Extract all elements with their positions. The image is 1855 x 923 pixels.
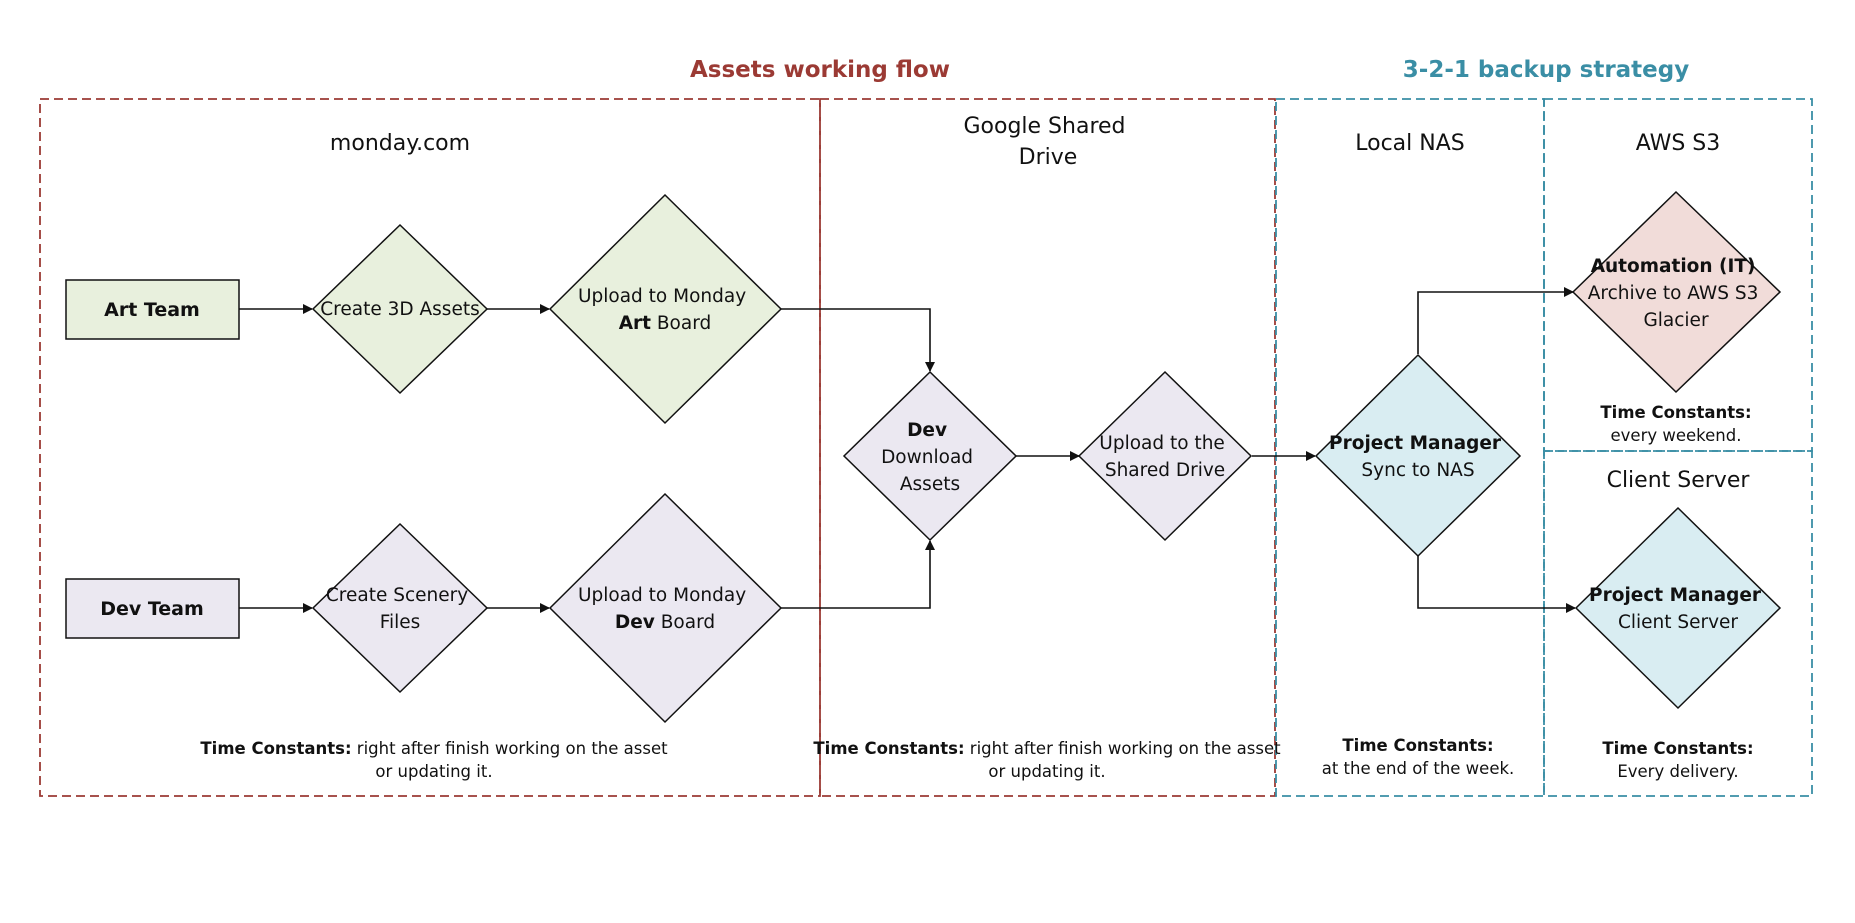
zone-title-google-drive: Google Shared Drive <box>963 114 1132 170</box>
dev-download-assets-node[interactable]: Dev Download Assets <box>842 370 1018 542</box>
monday-zone-border <box>39 98 821 797</box>
automation-archive-node[interactable]: Automation (IT) Archive to AWS S3 Glacie… <box>1571 190 1782 394</box>
upload-art-line1: Upload to Monday <box>578 286 746 307</box>
edge-pm-sync-to-pm-client <box>1417 556 1576 613</box>
create-3d-assets-diamond <box>311 223 489 395</box>
upload-art-bold: Art <box>619 313 651 334</box>
zone-title-google-line1: Google Shared <box>963 114 1125 139</box>
dev-team-rect <box>65 578 240 639</box>
pm-client-server-label: Project Manager Client Server <box>1589 585 1767 633</box>
create-scenery-line1: Create Scenery <box>326 585 468 606</box>
note-monday: Time Constants: right after finish worki… <box>200 739 668 758</box>
art-team-rect <box>65 279 240 340</box>
upload-shared-drive-label: Upload to the Shared Drive <box>1099 433 1230 481</box>
note-google: Time Constants: right after finish worki… <box>813 739 1281 758</box>
create-scenery-line2: Files <box>380 612 421 633</box>
pm-sync-nas-diamond <box>1314 353 1522 558</box>
automation-archive-label: Automation (IT) Archive to AWS S3 Glacie… <box>1588 256 1765 331</box>
dev-download-line1: Dev <box>907 420 947 441</box>
note-monday-line2: or updating it. <box>375 762 492 781</box>
dev-download-assets-diamond <box>842 370 1018 542</box>
note-aws-line2: every weekend. <box>1611 426 1742 445</box>
pm-sync-line1: Project Manager <box>1329 433 1502 454</box>
upload-shared-drive-diamond <box>1077 370 1253 542</box>
upload-dev-board-label: Upload to Monday Dev Board <box>578 585 752 633</box>
note-google-text: right after finish working on the asset <box>965 739 1282 758</box>
create-3d-assets-node[interactable]: Create 3D Assets <box>311 223 489 395</box>
automation-line2: Archive to AWS S3 <box>1588 283 1759 304</box>
assets-flow-heading: Assets working flow <box>690 57 950 83</box>
pm-client-server-diamond <box>1574 506 1782 710</box>
upload-art-board-diamond <box>548 193 783 425</box>
backup-strategy-zones <box>1275 98 1813 797</box>
edge-upload-art-to-dev-download <box>781 308 935 372</box>
upload-dev-bold: Dev <box>615 612 655 633</box>
note-google-line2: or updating it. <box>988 762 1105 781</box>
create-scenery-files-diamond <box>311 522 489 694</box>
upload-dev-board-node[interactable]: Upload to Monday Dev Board <box>548 492 783 724</box>
pm-client-server-node[interactable]: Project Manager Client Server <box>1574 506 1782 710</box>
note-client-line2: Every delivery. <box>1617 762 1738 781</box>
note-aws-label: Time Constants: <box>1600 403 1751 422</box>
automation-line1: Automation (IT) <box>1591 256 1756 277</box>
note-monday-text: right after finish working on the asset <box>352 739 669 758</box>
art-team-box[interactable]: Art Team <box>65 279 240 340</box>
pm-sync-nas-node[interactable]: Project Manager Sync to NAS <box>1314 353 1522 558</box>
edge-upload-dev-to-dev-download <box>781 540 935 609</box>
note-client-label: Time Constants: <box>1602 739 1753 758</box>
edge-pm-sync-to-automation <box>1417 287 1574 354</box>
zone-title-monday: monday.com <box>330 131 470 156</box>
note-nas-line2: at the end of the week. <box>1322 759 1515 778</box>
pm-sync-nas-label: Project Manager Sync to NAS <box>1329 433 1507 481</box>
note-google-label: Time Constants: <box>813 739 964 758</box>
connectors <box>239 287 1576 613</box>
zone-title-google-line2: Drive <box>1019 145 1078 170</box>
art-team-label: Art Team <box>104 299 200 321</box>
upload-art-board-node[interactable]: Upload to Monday Art Board <box>548 193 783 425</box>
create-scenery-files-label: Create Scenery Files <box>326 585 474 633</box>
create-3d-assets-label: Create 3D Assets <box>320 299 479 320</box>
dev-download-assets-label: Dev Download Assets <box>881 420 979 495</box>
dev-team-label: Dev Team <box>100 598 204 620</box>
automation-line3: Glacier <box>1643 310 1709 331</box>
dev-download-line3: Assets <box>900 474 960 495</box>
note-nas-label: Time Constants: <box>1342 736 1493 755</box>
client-server-zone-border <box>1543 450 1813 797</box>
dev-team-box[interactable]: Dev Team <box>65 578 240 639</box>
upload-shared-line1: Upload to the <box>1099 433 1225 454</box>
pm-client-line2: Client Server <box>1618 612 1738 633</box>
nas-zone-border <box>1275 98 1545 797</box>
backup-strategy-heading: 3-2-1 backup strategy <box>1403 57 1689 83</box>
upload-art-board-label: Upload to Monday Art Board <box>578 286 752 334</box>
aws-zone-border <box>1543 98 1813 452</box>
zone-title-aws-s3: AWS S3 <box>1636 131 1721 156</box>
zone-title-client-server: Client Server <box>1607 468 1751 493</box>
upload-art-rest: Board <box>651 313 711 334</box>
pm-client-line1: Project Manager <box>1589 585 1762 606</box>
google-drive-zone-border <box>819 98 1276 797</box>
upload-shared-line2: Shared Drive <box>1105 460 1225 481</box>
upload-dev-board-diamond <box>548 492 783 724</box>
note-monday-label: Time Constants: <box>200 739 351 758</box>
upload-dev-rest: Board <box>655 612 715 633</box>
dev-download-line2: Download <box>881 447 973 468</box>
upload-dev-line1: Upload to Monday <box>578 585 746 606</box>
assets-flow-zones <box>39 98 1276 797</box>
zone-title-local-nas: Local NAS <box>1355 131 1464 156</box>
upload-shared-drive-node[interactable]: Upload to the Shared Drive <box>1077 370 1253 542</box>
automation-archive-diamond <box>1571 190 1782 394</box>
pm-sync-line2: Sync to NAS <box>1361 460 1474 481</box>
create-scenery-files-node[interactable]: Create Scenery Files <box>311 522 489 694</box>
